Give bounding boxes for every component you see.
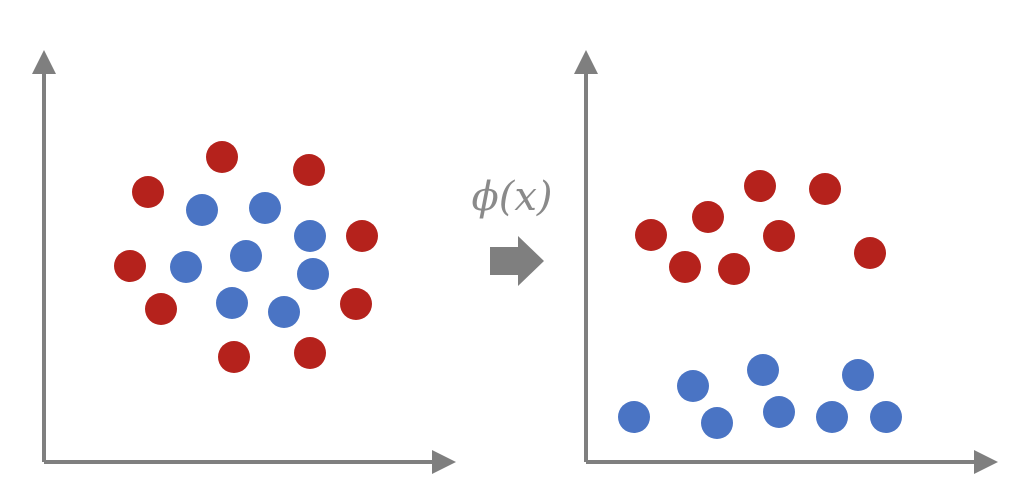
feature-point-blue — [747, 354, 779, 386]
feature-point-blue — [763, 396, 795, 428]
feature-points — [618, 170, 902, 439]
input-point-blue — [297, 258, 329, 290]
feature-point-red — [635, 219, 667, 251]
input-point-blue — [230, 240, 262, 272]
input-point-red — [145, 293, 177, 325]
input-point-red — [132, 176, 164, 208]
feature-point-blue — [842, 359, 874, 391]
feature-point-blue — [677, 370, 709, 402]
input-point-red — [114, 250, 146, 282]
input-point-red — [206, 141, 238, 173]
feature-point-blue — [816, 401, 848, 433]
feature-point-red — [763, 220, 795, 252]
feature-point-red — [744, 170, 776, 202]
feature-space-plot — [574, 50, 998, 474]
transform-label: ϕ(x) — [471, 174, 552, 220]
input-point-blue — [249, 192, 281, 224]
feature-point-blue — [701, 407, 733, 439]
input-point-blue — [216, 287, 248, 319]
feature-point-red — [692, 201, 724, 233]
input-point-blue — [294, 220, 326, 252]
input-point-red — [294, 337, 326, 369]
input-point-blue — [186, 194, 218, 226]
input-space-plot — [32, 50, 456, 474]
input-point-blue — [268, 296, 300, 328]
feature-point-red — [718, 253, 750, 285]
feature-point-red — [669, 251, 701, 283]
input-point-red — [340, 288, 372, 320]
feature-point-red — [809, 173, 841, 205]
input-points — [114, 141, 378, 373]
transform-group: ϕ(x) — [471, 174, 553, 286]
right-arrow-icon — [490, 236, 544, 286]
input-point-red — [218, 341, 250, 373]
feature-point-red — [854, 237, 886, 269]
input-point-red — [293, 154, 325, 186]
feature-point-blue — [618, 401, 650, 433]
feature-point-blue — [870, 401, 902, 433]
input-point-red — [346, 220, 378, 252]
input-point-blue — [170, 251, 202, 283]
